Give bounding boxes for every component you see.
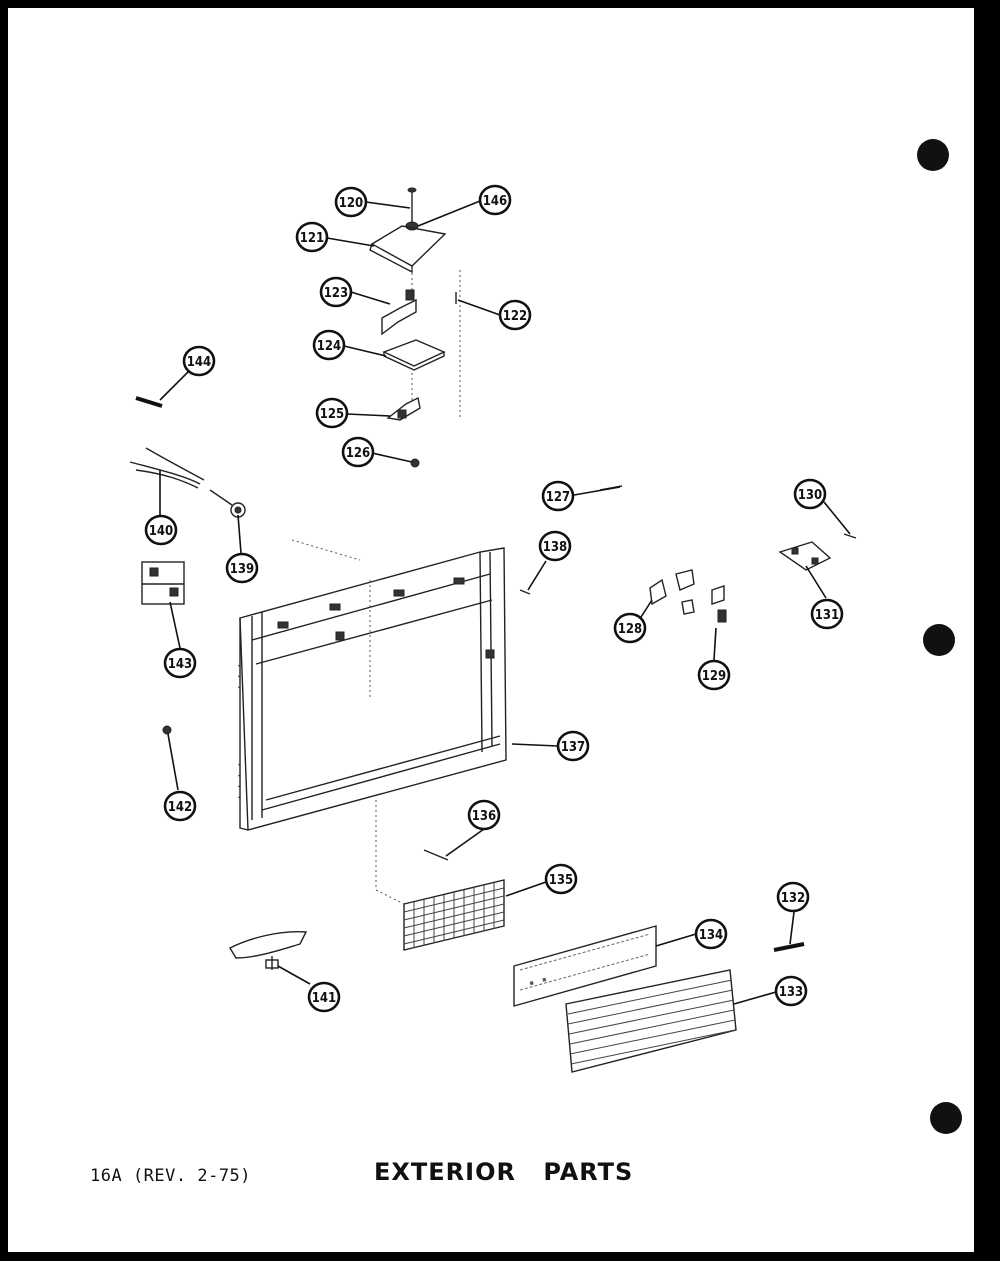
callout-128: 128 bbox=[613, 612, 647, 644]
callout-130: 130 bbox=[793, 478, 827, 510]
callout-137: 137 bbox=[556, 730, 590, 762]
svg-text:137: 137 bbox=[561, 740, 585, 755]
page-title: EXTERIOR PARTS bbox=[374, 1158, 634, 1186]
svg-text:121: 121 bbox=[300, 231, 324, 246]
callout-129: 129 bbox=[697, 659, 731, 691]
callout-133: 133 bbox=[774, 975, 808, 1007]
svg-text:122: 122 bbox=[503, 309, 527, 324]
callout-126: 126 bbox=[341, 436, 375, 468]
callout-134: 134 bbox=[694, 918, 728, 950]
svg-text:144: 144 bbox=[187, 355, 211, 370]
lower-grille-133 bbox=[565, 969, 737, 1073]
callout-144: 144 bbox=[182, 345, 216, 377]
svg-text:132: 132 bbox=[781, 891, 805, 906]
callout-132: 132 bbox=[776, 881, 810, 913]
callout-143: 143 bbox=[163, 647, 197, 679]
svg-text:135: 135 bbox=[549, 873, 573, 888]
binder-hole-top bbox=[917, 139, 949, 171]
callout-127: 127 bbox=[541, 480, 575, 512]
callout-120: 120 bbox=[334, 186, 368, 218]
binder-hole-middle bbox=[923, 624, 955, 656]
svg-text:127: 127 bbox=[546, 490, 570, 505]
page-code: 16A (REV. 2-75) bbox=[90, 1166, 252, 1186]
svg-text:134: 134 bbox=[699, 928, 723, 943]
callout-125: 125 bbox=[315, 397, 349, 429]
svg-text:124: 124 bbox=[317, 339, 341, 354]
svg-text:· · · ·: · · · · bbox=[235, 762, 245, 800]
callout-131: 131 bbox=[810, 598, 844, 630]
grille-panel-135 bbox=[403, 879, 505, 951]
svg-text:126: 126 bbox=[346, 446, 370, 461]
svg-text:143: 143 bbox=[168, 657, 192, 672]
callout-136: 136 bbox=[467, 799, 501, 831]
svg-text:120: 120 bbox=[339, 196, 363, 211]
svg-text:128: 128 bbox=[618, 622, 642, 637]
callout-139: 139 bbox=[225, 552, 259, 584]
svg-text:141: 141 bbox=[312, 991, 336, 1006]
part-drawings: · · · · · · · bbox=[129, 187, 857, 1073]
callout-146: 146 bbox=[478, 184, 512, 216]
svg-text:138: 138 bbox=[543, 540, 567, 555]
callout-138: 138 bbox=[538, 530, 572, 562]
callout-124: 124 bbox=[312, 329, 346, 361]
svg-text:133: 133 bbox=[779, 985, 803, 1000]
svg-text:136: 136 bbox=[472, 809, 496, 824]
callout-122: 122 bbox=[498, 299, 532, 331]
callout-121: 121 bbox=[295, 221, 329, 253]
svg-text:130: 130 bbox=[798, 488, 822, 503]
svg-text:· · ·: · · · bbox=[235, 663, 245, 690]
callout-142: 142 bbox=[163, 790, 197, 822]
svg-text:123: 123 bbox=[324, 286, 348, 301]
svg-text:129: 129 bbox=[702, 669, 726, 684]
svg-text:139: 139 bbox=[230, 562, 254, 577]
callout-135: 135 bbox=[544, 863, 578, 895]
svg-text:146: 146 bbox=[483, 194, 507, 209]
callout-123: 123 bbox=[319, 276, 353, 308]
binder-hole-bottom bbox=[930, 1102, 962, 1134]
svg-text:131: 131 bbox=[815, 608, 839, 623]
svg-text:140: 140 bbox=[149, 524, 173, 539]
svg-text:142: 142 bbox=[168, 800, 192, 815]
callout-140: 140 bbox=[144, 514, 178, 546]
leader-lines bbox=[159, 200, 851, 1005]
svg-text:125: 125 bbox=[320, 407, 344, 422]
callout-141: 141 bbox=[307, 981, 341, 1013]
